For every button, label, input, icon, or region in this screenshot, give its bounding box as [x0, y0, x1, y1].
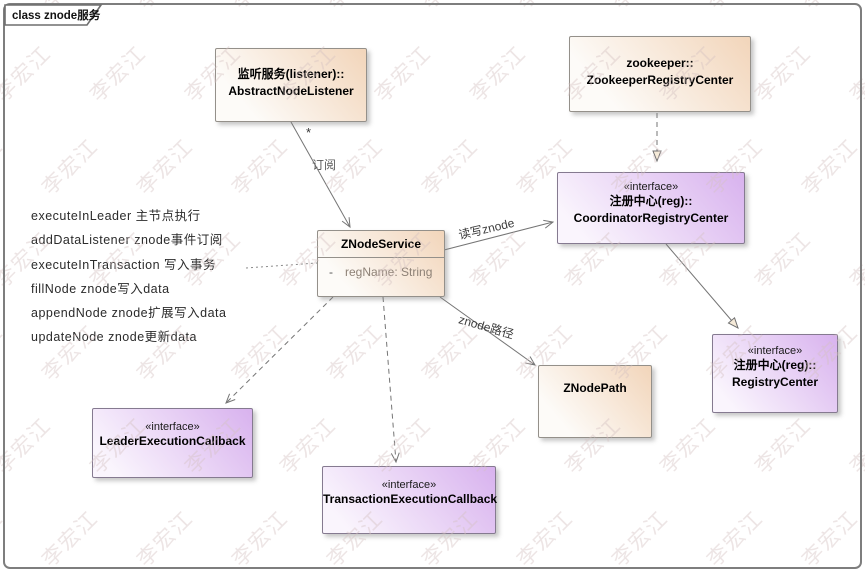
note-line: appendNode znode扩展写入data: [31, 306, 227, 321]
edge-read-write-znode: [443, 219, 555, 251]
attribute-row: -regName: String: [318, 258, 444, 279]
stereotype-label: «interface»: [381, 479, 437, 491]
note-line: addDataListener znode事件订阅: [31, 233, 223, 248]
note-line: fillNode znode写入data: [31, 281, 170, 296]
class-name: TransactionExecutionCallback: [323, 492, 498, 506]
stereotype-label: «interface»: [747, 345, 803, 357]
edge-znode-path: [439, 296, 537, 366]
edge-multiplicity-star: *: [306, 125, 312, 140]
class-box-abstract-node-listener[interactable]: 监听服务(listener):: AbstractNodeListener: [215, 48, 367, 122]
note-line: executeInLeader 主节点执行: [31, 209, 201, 223]
diagram-tab-label: class znode服务: [12, 10, 101, 22]
attribute-text: regName: String: [345, 265, 433, 279]
interface-box-registry-center[interactable]: «interface» 注册中心(reg):: RegistryCenter: [712, 334, 838, 413]
interface-box-leader-execution-callback[interactable]: «interface» LeaderExecutionCallback: [92, 408, 253, 478]
interface-box-transaction-execution-callback[interactable]: «interface» TransactionExecutionCallback: [322, 466, 498, 534]
interface-box-coordinator-registry-center[interactable]: «interface» 注册中心(reg):: CoordinatorRegis…: [557, 172, 745, 244]
note-line: updateNode znode更新data: [31, 330, 197, 345]
class-name: ZNodeService: [318, 231, 444, 258]
class-name: 注册中心(reg):: RegistryCenter: [731, 358, 819, 389]
edge-dep-leader-callback: [225, 296, 334, 404]
edge-subscribe: [290, 121, 351, 229]
class-name: ZNodePath: [563, 381, 627, 395]
attribute-visibility: -: [329, 265, 333, 279]
class-name: 监听服务(listener):: AbstractNodeListener: [228, 67, 354, 98]
edge-label-subscribe: 订阅: [312, 158, 337, 172]
edge-generalization-registrycenter: [665, 243, 739, 330]
edge-note-link: [245, 262, 318, 269]
class-box-znodepath[interactable]: ZNodePath: [538, 365, 652, 438]
class-name: zookeeper:: ZookeeperRegistryCenter: [586, 56, 734, 87]
class-box-zookeeper-registry-center[interactable]: zookeeper:: ZookeeperRegistryCenter: [569, 36, 751, 112]
note-line: executeInTransaction 写入事务: [31, 257, 217, 272]
stereotype-label: «interface»: [623, 181, 679, 193]
stereotype-label: «interface»: [145, 421, 200, 433]
note-text-block: executeInLeader 主节点执行 addDataListener zn…: [31, 205, 226, 351]
edge-dep-transaction-callback: [382, 296, 400, 464]
class-box-znodeservice[interactable]: ZNodeService -regName: String: [317, 230, 445, 297]
class-name: LeaderExecutionCallback: [99, 434, 246, 448]
diagram-frame-tab: [4, 4, 103, 26]
class-name: 注册中心(reg):: CoordinatorRegistryCenter: [573, 194, 729, 225]
